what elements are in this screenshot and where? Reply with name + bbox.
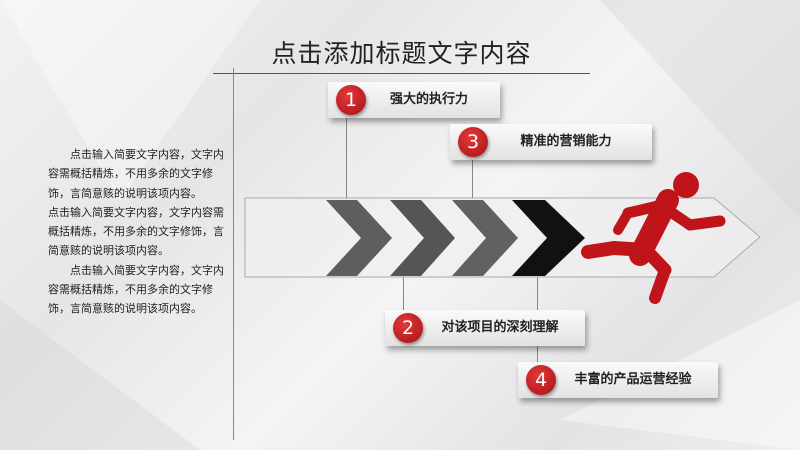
step-number: 1 <box>336 85 366 115</box>
vertical-divider <box>233 68 234 440</box>
step-label: 精准的营销能力 <box>520 134 612 149</box>
step-number: 4 <box>526 365 556 395</box>
step-box-2[interactable]: 2 对该项目的深刻理解 <box>385 310 585 346</box>
step-box-3[interactable]: 3 精准的营销能力 <box>450 124 652 160</box>
body-text: 点击输入简要文字内容，文字内容需概括精炼，不用多余的文字修饰，言简意赅的说明该项… <box>48 145 230 319</box>
connector-1 <box>346 118 347 198</box>
step-label: 丰富的产品运营经验 <box>574 372 692 387</box>
chevron-3 <box>452 200 518 276</box>
step-box-1[interactable]: 1 强大的执行力 <box>328 82 500 118</box>
chevron-4 <box>512 200 585 276</box>
step-label: 强大的执行力 <box>389 92 468 107</box>
connector-2 <box>403 277 404 310</box>
step-number: 2 <box>393 313 423 343</box>
chevron-2 <box>390 200 455 276</box>
running-man-icon <box>581 172 726 304</box>
connector-3 <box>472 160 473 198</box>
page-title: 点击添加标题文字内容 <box>271 39 532 68</box>
title-underline <box>213 73 590 74</box>
paragraph: 点击输入简要文字内容，文字内容需概括精炼，不用多余的文字修饰，言简意赅的说明该项… <box>48 205 224 258</box>
paragraph: 点击输入简要文字内容，文字内容需概括精炼，不用多余的文字修饰，言简意赅的说明该项… <box>48 148 224 200</box>
step-label: 对该项目的深刻理解 <box>441 320 559 335</box>
chevron-1 <box>326 200 392 276</box>
step-box-4[interactable]: 4 丰富的产品运营经验 <box>518 362 718 398</box>
step-number: 3 <box>458 127 488 157</box>
paragraph: 点击输入简要文字内容，文字内容需概括精炼，不用多余的文字修饰，言简意赅的说明该项… <box>48 263 224 316</box>
